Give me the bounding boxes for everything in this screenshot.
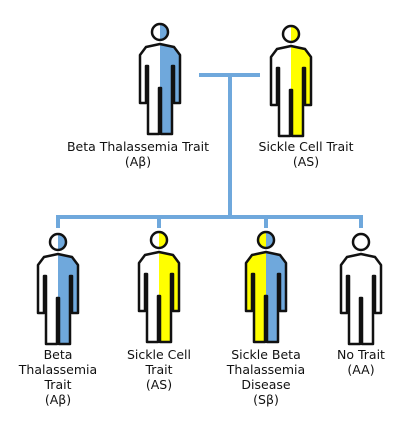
child-beta-trait-figure <box>36 232 80 346</box>
parent-beta-figure <box>138 22 182 136</box>
parent-beta-label: Beta Thalassemia Trait (Aβ) <box>66 139 210 169</box>
child-beta-trait-label: Beta Thalassemia Trait (Aβ) <box>18 347 98 407</box>
parent-sickle-label: Sickle Cell Trait (AS) <box>258 139 354 169</box>
child-sickle-beta-disease-figure <box>244 230 288 344</box>
child-no-trait-figure <box>339 232 383 346</box>
child-no-trait-label: No Trait (AA) <box>337 347 385 377</box>
child-sickle-beta-disease-label: Sickle Beta Thalassemia Disease (Sβ) <box>226 347 306 407</box>
child-sickle-trait-figure <box>137 230 181 344</box>
child-sickle-trait-label: Sickle Cell Trait (AS) <box>126 347 192 392</box>
parent-sickle-figure <box>269 24 313 138</box>
